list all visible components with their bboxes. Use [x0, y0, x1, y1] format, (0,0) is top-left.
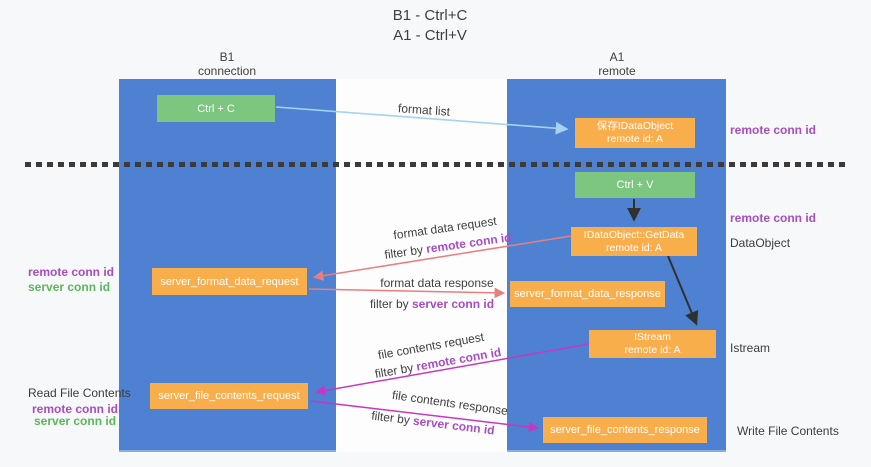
- node-ctrl-c-label: Ctrl + C: [197, 102, 235, 115]
- lane-header-b1: B1 connection: [167, 50, 287, 78]
- node-server-format-data-request: server_format_data_request: [152, 268, 307, 295]
- node-server-file-contents-request: server_file_contents_request: [150, 383, 308, 409]
- dashed-separator: [25, 162, 845, 167]
- node-server-file-contents-response: server_file_contents_response: [543, 417, 707, 443]
- lane-header-a1: A1 remote: [557, 50, 677, 78]
- node-server-format-data-response-label: server_format_data_response: [514, 288, 661, 300]
- node-getdata-line2: remote id: A: [605, 241, 663, 254]
- node-save-idataobject: 保存IDataObject remote id: A: [575, 118, 695, 148]
- annot-dataobject: DataObject: [730, 236, 791, 250]
- page-title-line1: B1 - Ctrl+C: [392, 7, 468, 24]
- node-server-file-contents-response-label: server_file_contents_response: [550, 424, 700, 436]
- page-title: B1 - Ctrl+C A1 - Ctrl+V: [330, 6, 530, 46]
- annot-write-file-contents: Write File Contents: [737, 424, 839, 438]
- annot-remote-conn-id-left1: remote conn id: [28, 265, 115, 279]
- annot-remote-conn-id-left2: remote conn id: [32, 402, 119, 416]
- server-conn-id-text: server conn id: [411, 297, 495, 311]
- edge-label-format-data-response: format data response: [380, 276, 494, 290]
- node-save-idataobject-line2: remote id: A: [606, 133, 664, 145]
- node-server-format-data-request-label: server_format_data_request: [160, 275, 299, 288]
- annot-istream: Istream: [730, 341, 771, 355]
- annot-remote-conn-id-mid: remote conn id: [730, 211, 817, 225]
- node-ctrl-c: Ctrl + C: [157, 95, 275, 122]
- annot-read-file-contents: Read File Contents: [28, 386, 131, 400]
- node-idataobject-getdata: IDataObject::GetData remote id: A: [571, 227, 697, 256]
- annot-remote-conn-id-top: remote conn id: [730, 123, 817, 137]
- node-getdata-line1: IDataObject::GetData: [583, 228, 685, 241]
- filter-by-text: filter by: [369, 297, 412, 311]
- lane-b1-title: B1: [219, 50, 235, 64]
- node-ctrl-v: Ctrl + V: [575, 172, 695, 198]
- node-server-format-data-response: server_format_data_response: [510, 281, 665, 307]
- node-istream-line1: IStream: [634, 331, 671, 343]
- lane-a1-subtitle: remote: [598, 64, 636, 78]
- node-server-file-contents-request-label: server_file_contents_request: [158, 390, 300, 402]
- node-istream: IStream remote id: A: [589, 330, 716, 358]
- lane-a1-title: A1: [609, 50, 625, 64]
- node-istream-line2: remote id: A: [624, 344, 681, 356]
- annot-server-conn-id-left1: server conn id: [28, 280, 111, 294]
- page-title-line2: A1 - Ctrl+V: [393, 27, 467, 44]
- node-ctrl-v-label: Ctrl + V: [616, 179, 654, 191]
- edge-label-filter-server-1: filter by server conn id: [370, 297, 494, 311]
- lane-b1-subtitle: connection: [197, 64, 257, 78]
- annot-server-conn-id-left2: server conn id: [34, 414, 117, 428]
- node-save-idataobject-line1: 保存IDataObject: [596, 120, 674, 132]
